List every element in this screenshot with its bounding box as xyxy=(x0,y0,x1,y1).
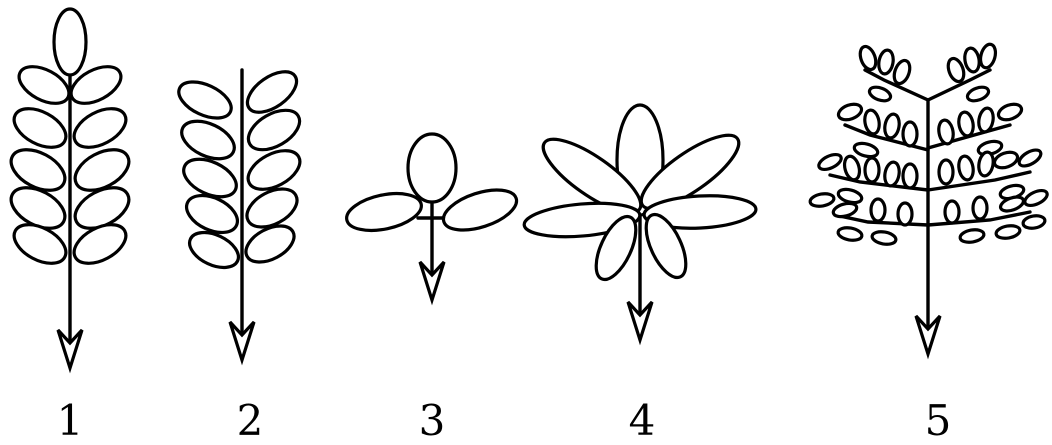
leaf-5-bipinnate xyxy=(809,43,1049,354)
leaf-5-leaflet xyxy=(865,158,879,182)
leaf-5-label: 5 xyxy=(925,396,952,445)
leaf-5-leaflet xyxy=(1017,147,1044,169)
leaf-5-leaflet xyxy=(837,226,863,242)
leaf-5-leaflet xyxy=(868,85,893,104)
leaf-2-leaflet xyxy=(184,225,244,274)
leaf-5-leaflet xyxy=(1022,214,1046,230)
leaf-5-leaflet xyxy=(903,164,917,188)
leaf-5-leaflet xyxy=(832,201,858,219)
leaf-1-terminal-leaflet xyxy=(54,9,86,75)
leaf-5-leaflet xyxy=(853,141,879,159)
leaf-5-leaflet xyxy=(937,119,955,145)
leaf-5-leaflet xyxy=(973,197,987,219)
leaf-2-leaflets xyxy=(173,64,306,275)
leaf-1-leaflet xyxy=(68,101,132,156)
leaf-5-leaflet xyxy=(957,155,975,181)
leaf-5-leaflet xyxy=(978,43,998,70)
leaf-1-label: 1 xyxy=(57,396,84,445)
leaf-4-label: 4 xyxy=(629,396,656,445)
leaf-5-leaflet xyxy=(898,203,912,225)
leaf-4-palmate xyxy=(523,105,757,340)
leaf-5-leaflet xyxy=(963,47,981,73)
leaf-5-leaflet xyxy=(871,199,885,221)
leaf-2-leaflet xyxy=(240,219,300,270)
leaf-5-leaflet xyxy=(945,201,959,223)
leaf-5-leaflet xyxy=(995,224,1021,240)
leaf-5-leaflet xyxy=(996,101,1023,122)
leaf-3-label: 3 xyxy=(419,396,446,445)
leaf-2-leaflet xyxy=(173,75,236,126)
leaf-5-leaflet xyxy=(957,111,975,137)
leaf-3-trifoliate xyxy=(343,134,521,300)
leaf-5-leaflet xyxy=(966,85,991,104)
leaf-5-leaflet xyxy=(809,192,835,208)
leaf-5-leaflet xyxy=(863,109,881,135)
leaf-3-terminal-leaflet xyxy=(408,134,456,202)
leaf-2-leaflet xyxy=(176,114,240,167)
leaf-2-even-pinnate xyxy=(173,64,306,360)
leaf-5-leaflet xyxy=(1023,187,1050,208)
leaf-5-leaflet xyxy=(877,49,895,75)
leaf-5-leaflet xyxy=(959,228,985,244)
leaf-5-leaflet xyxy=(903,122,917,146)
leaf-5-leaflet xyxy=(836,101,863,122)
leaf-5-leaflet xyxy=(883,161,901,187)
leaf-5-leaflet xyxy=(939,160,953,184)
leaf-5-leaflet xyxy=(883,113,901,139)
leaf-5-leaflet xyxy=(871,230,897,246)
leaf-5-leaflet xyxy=(817,151,844,172)
leaf-5-leaflet xyxy=(857,44,878,71)
leaf-1-odd-pinnate xyxy=(4,9,135,368)
leaf-3-left-leaflet xyxy=(343,187,424,236)
leaf-1-leaflet xyxy=(8,101,72,156)
leaf-2-label: 2 xyxy=(237,396,264,445)
